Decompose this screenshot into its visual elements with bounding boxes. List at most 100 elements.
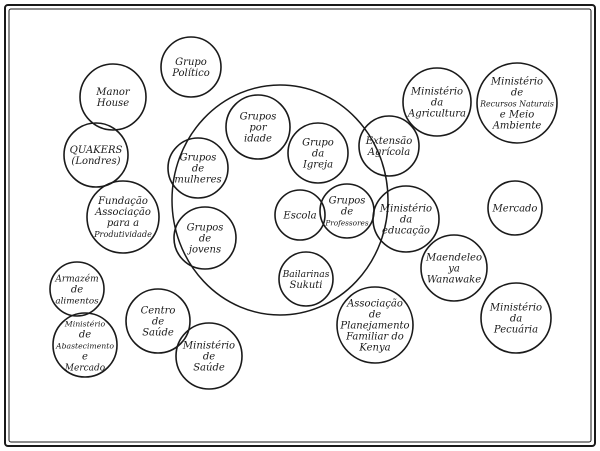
circle-quakers: QUAKERS(Londres) [63,122,129,188]
circle-label-line: Saúde [193,363,225,374]
circle-shape [274,189,326,241]
circle-label-line: Igreja [302,160,333,171]
circle-label-line: Fundação [97,196,148,207]
circle-label-line: Mercado [492,204,538,215]
circle-shape [420,234,488,302]
circle-shape [402,67,472,137]
circle-label-line: Grupos [187,223,224,234]
circle-shape [480,282,552,354]
circle-label-line: Planejamento [339,321,409,332]
circle-label-line: de [199,234,211,245]
circle-label-line: Wanawake [427,275,481,286]
circle-label-line: Ministério [489,303,542,314]
circle-label-line: Recursos Naturais [479,100,554,109]
circle-label-line: Produtividade [93,229,152,239]
circle-label-line: para a [107,218,139,229]
circle-label-line: Kenya [358,343,390,354]
circle-label-line: e [82,352,88,363]
circle-label-line: Abastecimento [55,342,114,351]
circle-label-line: Associação [94,207,151,218]
circle-shape [336,286,414,364]
circle-label-line: de [369,310,381,321]
circle-escola: Escola [274,189,326,241]
circle-label-line: Professores [324,219,368,228]
circle-shape [358,115,420,177]
circle-label-line: Grupos [240,112,277,123]
circle-label-line: de [511,88,523,99]
circle-label-line: Ministério [64,320,106,329]
circle-shape [476,62,558,144]
circle-label-line: Agrícola [367,147,410,158]
circle-label-line: Pecuária [493,325,538,336]
circle-shape [125,288,191,354]
circle-shape [160,36,222,98]
circle-shape [372,185,440,253]
circle-shape [225,94,291,160]
circle-label-line: Maendeleo [425,253,482,264]
circle-shape [175,322,243,390]
circle-label-line: QUAKERS [70,145,123,156]
circle-shape [278,251,334,307]
circle-label-line: Sukuti [289,280,322,291]
circle-label-line: Político [171,68,210,79]
circle-shape [487,180,543,236]
circle-label-line: House [96,98,129,109]
community-circle [171,84,389,316]
circle-label-line: de [79,330,91,341]
circle-label-line: Ambiente [492,121,542,132]
circle-label-line: Bailarinas [282,269,330,280]
circle-label-line: (Londres) [71,156,120,167]
circle-label-line: Mercado [64,364,106,374]
circle-label-line: Extensão [365,136,412,147]
circle-mercado: Mercado [487,180,543,236]
circle-shape [52,312,118,378]
circle-label-line: Ministério [410,87,463,98]
circle-label-line: educação [382,226,430,237]
circle-shape [79,63,147,131]
circle-label-line: Grupos [329,196,366,207]
circle-label-line: Ministério [182,341,235,352]
circle-shape [63,122,129,188]
outer-frame [4,4,596,447]
circle-label-line: Ministério [490,77,543,88]
circle-shape [167,137,229,199]
circle-label-line: Associação [346,299,403,310]
circle-label-line: Armazém [54,274,98,285]
circle-label-line: ya [447,264,460,275]
circle-label-line: Centro [141,306,176,317]
circle-label-line: idade [244,134,272,145]
circle-shape [86,180,160,254]
circle-label-line: de [341,207,353,218]
circle-label-line: Grupo [175,57,207,68]
circle-label-line: por [249,123,267,134]
circle-label-line: de [152,317,164,328]
circle-label-line: mulheres [174,175,221,186]
circle-shape [287,122,349,184]
circle-label-line: Escola [282,211,316,222]
circle-label-line: Grupo [302,138,334,149]
circle-label-line: alimentos [55,297,99,307]
circle-label-line: Grupos [180,153,217,164]
circle-label-line: Familiar do [345,332,404,343]
circle-label-line: da [400,215,412,226]
circle-label-line: Saúde [142,328,174,339]
circle-label-line: da [431,98,443,109]
